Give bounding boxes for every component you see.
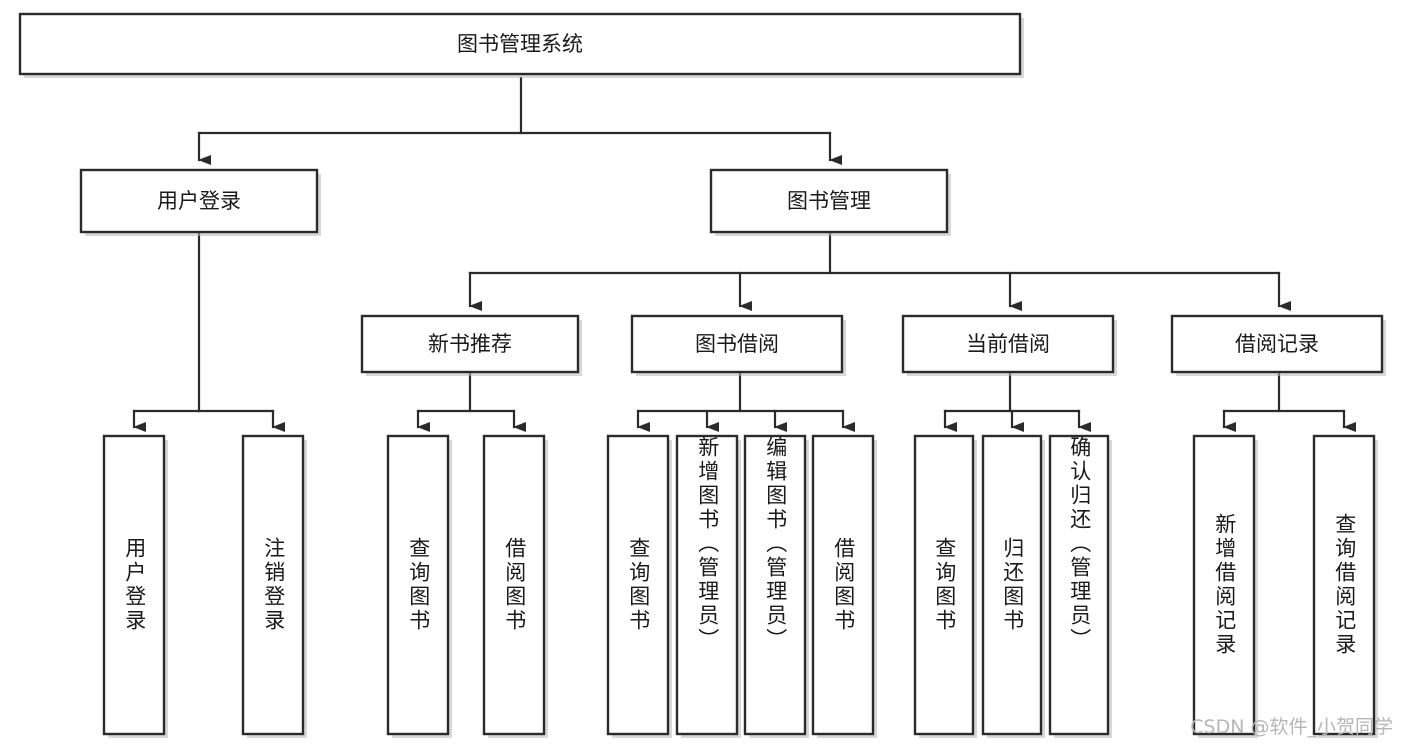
node-book-borrow[interactable]: 图书借阅 bbox=[630, 314, 846, 376]
node-leaf-query-book-2[interactable] bbox=[606, 434, 672, 738]
node-book-manage-label: 图书管理 bbox=[787, 189, 871, 213]
node-leaf-add-record[interactable] bbox=[1192, 434, 1258, 738]
edge-group-userlogin-to-leaves bbox=[132, 231, 285, 432]
edge-group-booksystem-to-level2 bbox=[468, 231, 1291, 311]
node-new-book-recommend-label: 新书推荐 bbox=[428, 332, 512, 356]
node-root-label: 图书管理系统 bbox=[457, 32, 583, 56]
edge-group-borrowrecord-to-leaves bbox=[1222, 371, 1356, 432]
node-current-borrow[interactable]: 当前借阅 bbox=[901, 314, 1117, 376]
node-leaf-borrow-book-2[interactable] bbox=[811, 434, 877, 738]
node-leaf-logout-login[interactable] bbox=[241, 434, 307, 738]
node-new-book-recommend[interactable]: 新书推荐 bbox=[360, 314, 582, 376]
node-book-borrow-label: 图书借阅 bbox=[695, 332, 779, 356]
node-leaf-borrow-book-1[interactable] bbox=[482, 434, 548, 738]
node-leaf-edit-book[interactable] bbox=[743, 434, 809, 738]
node-leaf-return-book[interactable] bbox=[981, 434, 1045, 738]
edge-group-newbook-to-leaves bbox=[416, 371, 526, 432]
node-current-borrow-label: 当前借阅 bbox=[966, 332, 1050, 356]
node-leaf-confirm-return[interactable] bbox=[1048, 434, 1112, 738]
node-leaf-query-book-1[interactable] bbox=[386, 434, 452, 738]
edge-group-currentborrow-to-leaves bbox=[943, 371, 1091, 432]
node-leaf-user-login[interactable] bbox=[102, 434, 168, 738]
node-leaf-add-book[interactable] bbox=[675, 434, 741, 738]
node-borrow-record[interactable]: 借阅记录 bbox=[1170, 314, 1386, 376]
edge-group-root-to-level1 bbox=[197, 76, 842, 165]
edge-group-bookborrow-to-leaves bbox=[636, 371, 855, 432]
node-user-login-label: 用户登录 bbox=[157, 189, 241, 213]
node-book-manage[interactable]: 图书管理 bbox=[709, 168, 951, 236]
node-user-login[interactable]: 用户登录 bbox=[79, 168, 321, 236]
node-leaf-query-book-3[interactable] bbox=[913, 434, 977, 738]
node-leaf-query-record[interactable] bbox=[1312, 434, 1378, 738]
node-borrow-record-label: 借阅记录 bbox=[1235, 332, 1319, 356]
node-root[interactable]: 图书管理系统 bbox=[18, 12, 1024, 78]
